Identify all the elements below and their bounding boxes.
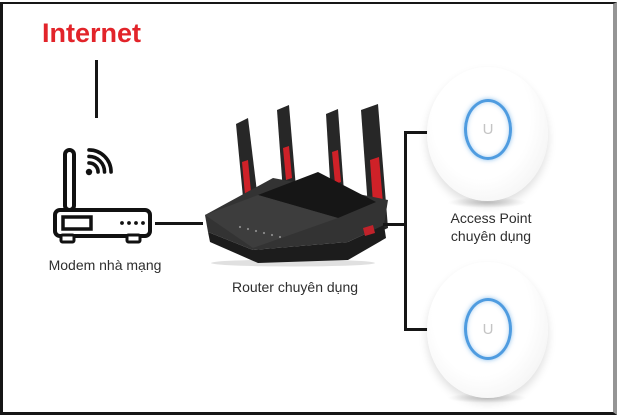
connector-internet-modem <box>95 60 98 118</box>
ap-ring-top: U <box>464 99 512 160</box>
router-label: Router chuyên dụng <box>231 279 359 295</box>
modem-led-dots <box>120 221 145 225</box>
modem-label: Modem nhà mạng <box>48 257 162 273</box>
ap-logo-bottom: U <box>482 320 494 338</box>
connector-modem-router <box>155 222 203 225</box>
router-body <box>205 172 388 267</box>
access-point-label-line1: Access Point <box>450 210 532 226</box>
connector-bracket-ap-top <box>404 131 429 134</box>
wifi-signal-icon <box>85 148 113 176</box>
modem-antenna <box>63 148 76 212</box>
internet-label: Internet <box>42 18 142 48</box>
modem-display <box>61 215 93 231</box>
modem-icon <box>53 148 152 244</box>
bracket-vertical-line <box>404 131 407 331</box>
modem-foot-right <box>125 233 142 244</box>
connector-bracket-ap-bottom <box>404 328 429 331</box>
router-image <box>205 104 388 267</box>
ap-ring-bottom: U <box>464 298 512 360</box>
access-point-label-line2: chuyên dụng <box>450 228 532 244</box>
ap-top-shadow <box>447 197 527 208</box>
ap-bottom-shadow <box>447 393 527 403</box>
access-point-icon-bottom: U <box>427 262 548 398</box>
access-point-icon-top: U <box>427 67 548 201</box>
ap-logo-top: U <box>482 121 494 138</box>
access-point-label: Access Point chuyên dụng <box>441 209 541 245</box>
connector-router-bracket <box>383 223 407 226</box>
modem-foot-left <box>59 233 76 244</box>
